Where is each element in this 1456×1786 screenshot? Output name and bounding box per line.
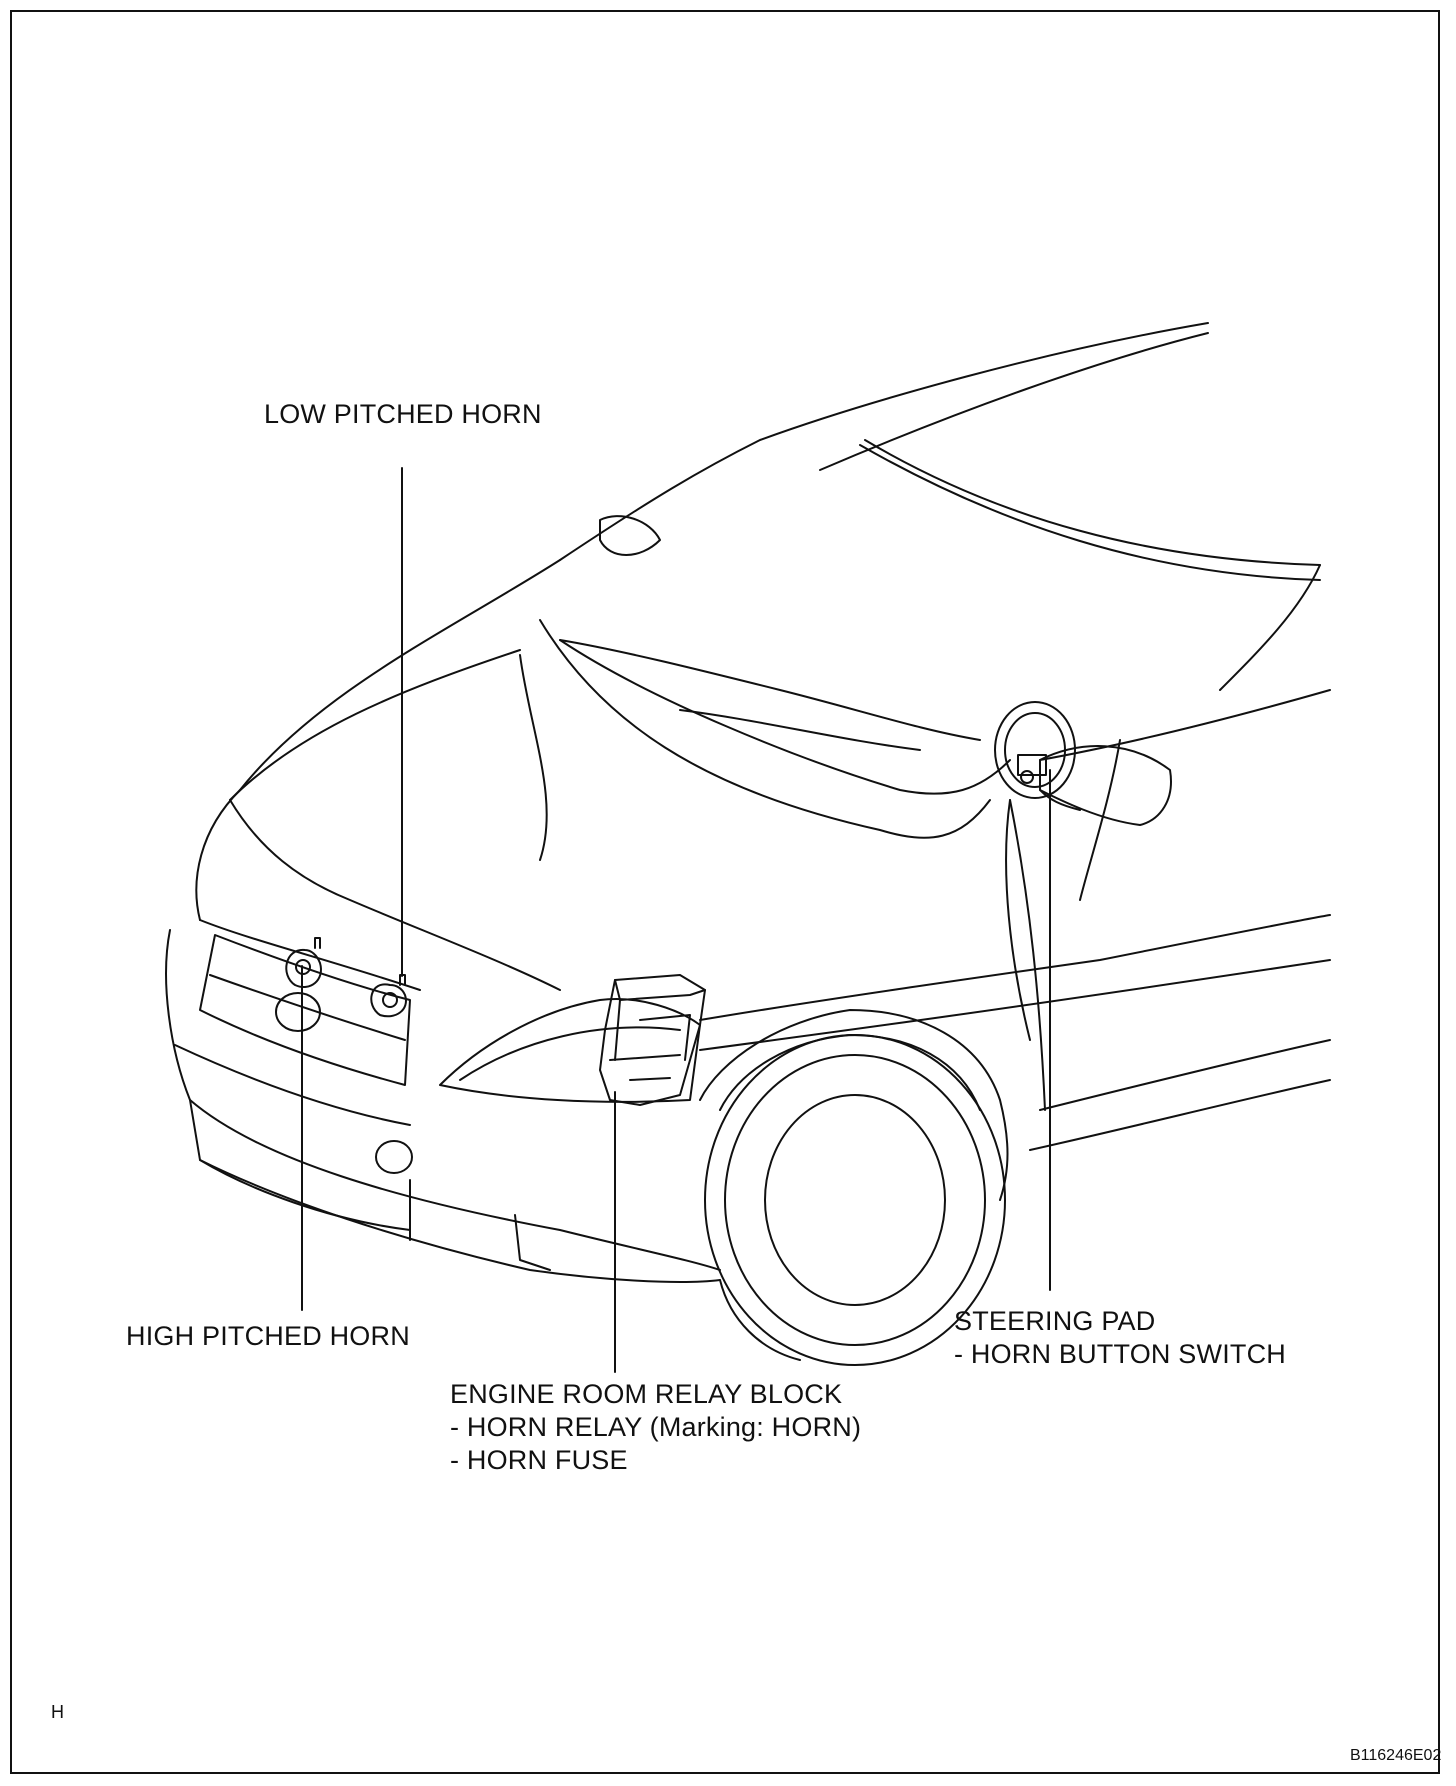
car-body-outline bbox=[165, 322, 1331, 1366]
horn-relay-item: - HORN RELAY (Marking: HORN) bbox=[450, 1412, 862, 1442]
low-pitched-horn-label: LOW PITCHED HORN bbox=[264, 398, 542, 431]
corner-letter: H bbox=[51, 1702, 65, 1722]
low-pitched-horn-part bbox=[370, 974, 407, 1018]
horn-button-switch-item: - HORN BUTTON SWITCH bbox=[954, 1339, 1286, 1369]
engine-room-relay-block-part bbox=[599, 974, 706, 1106]
horn-fuse-item: - HORN FUSE bbox=[450, 1445, 628, 1475]
low-pitched-horn-text: LOW PITCHED HORN bbox=[264, 399, 542, 429]
figure-code: B116246E02 bbox=[1350, 1747, 1442, 1764]
engine-room-relay-block-label: ENGINE ROOM RELAY BLOCK - HORN RELAY (Ma… bbox=[450, 1378, 861, 1477]
high-pitched-horn-label: HIGH PITCHED HORN bbox=[126, 1320, 410, 1353]
steering-pad-title: STEERING PAD bbox=[954, 1306, 1156, 1336]
diagram-frame bbox=[10, 10, 1440, 1774]
leader-lines bbox=[301, 467, 1051, 1373]
steering-pad-label: STEERING PAD - HORN BUTTON SWITCH bbox=[954, 1305, 1286, 1371]
high-pitched-horn-text: HIGH PITCHED HORN bbox=[126, 1321, 410, 1351]
relay-block-title: ENGINE ROOM RELAY BLOCK bbox=[450, 1379, 843, 1409]
